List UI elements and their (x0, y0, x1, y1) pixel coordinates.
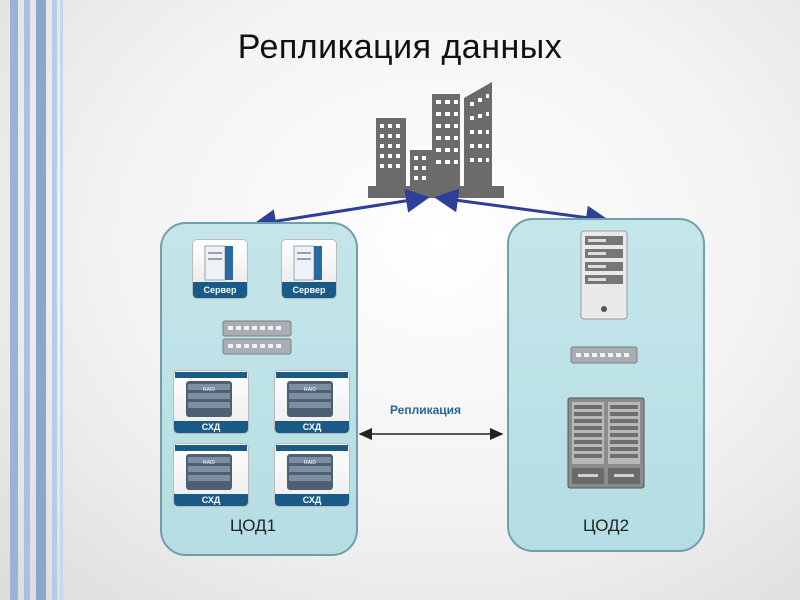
storage-label: СХД (275, 421, 349, 433)
city-buildings-icon (368, 82, 504, 198)
storage-3: RAID СХД (173, 443, 249, 507)
dc2-label: ЦОД2 (583, 516, 630, 535)
link-arrow-dc1 (252, 188, 430, 234)
storage-raid-text: RAID (203, 387, 215, 393)
storage-label: СХД (174, 421, 248, 433)
replication-label: Репликация (390, 403, 462, 417)
server-tower-icon (580, 230, 628, 320)
server-2: Сервер (281, 239, 337, 299)
decorative-stripes (10, 0, 63, 600)
storage-raid-text: RAID (203, 460, 215, 466)
network-switch-icon (570, 346, 638, 364)
storage-icon: RAID (276, 445, 348, 490)
storage-raid-text: RAID (304, 460, 316, 466)
storage-4: RAID СХД (274, 443, 350, 507)
storage-icon: RAID (175, 445, 247, 490)
storage-label: СХД (174, 494, 248, 506)
link-arrow-dc2 (434, 188, 610, 230)
server-icon (204, 245, 233, 281)
storage-1: RAID СХД (173, 370, 249, 434)
server-icon (293, 245, 322, 281)
page-title: Репликация данных (237, 28, 563, 66)
storage-raid-text: RAID (304, 387, 316, 393)
storage-2: RAID СХД (274, 370, 350, 434)
network-switch-icon (222, 320, 292, 355)
server-rack-icon (567, 397, 645, 489)
storage-label: СХД (275, 494, 349, 506)
storage-icon: RAID (175, 372, 247, 417)
storage-icon: RAID (276, 372, 348, 417)
dc1-label: ЦОД1 (230, 516, 277, 535)
server-label: Сервер (193, 282, 247, 298)
server-1: Сервер (192, 239, 248, 299)
server-label: Сервер (282, 282, 336, 298)
